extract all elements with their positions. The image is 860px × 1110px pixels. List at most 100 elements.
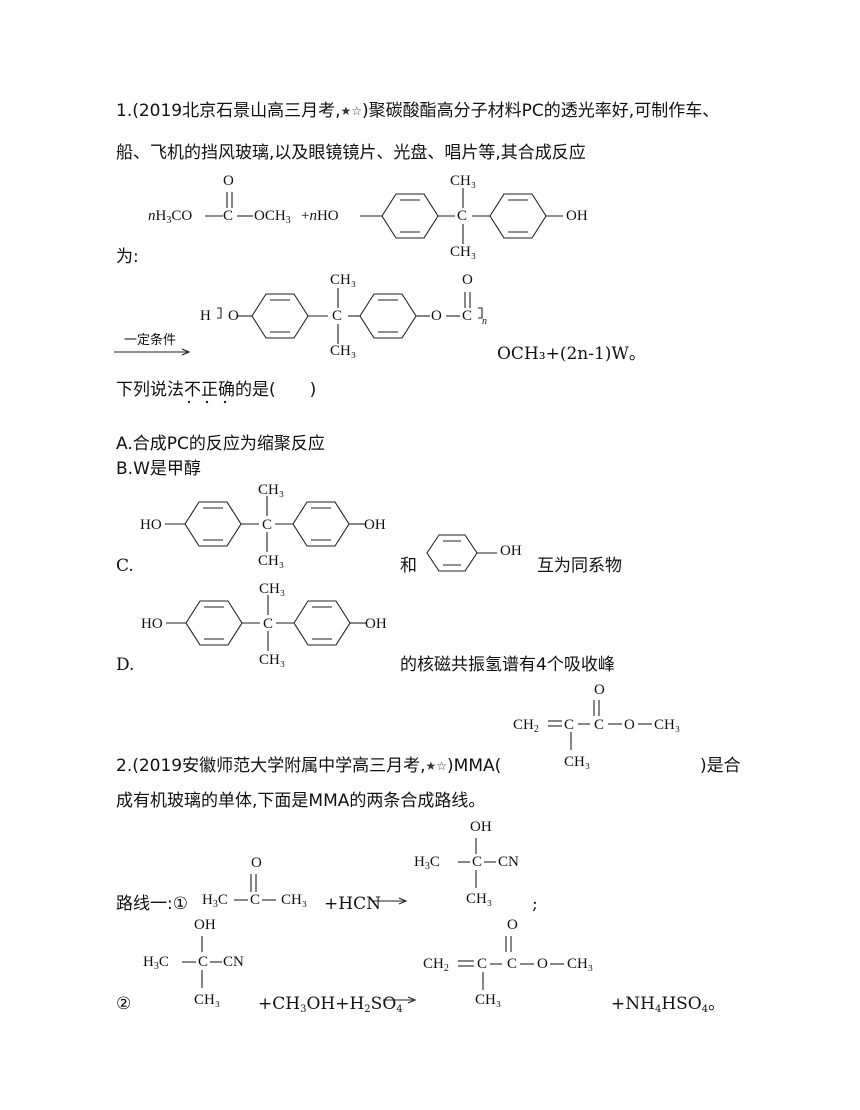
q1-question: 下列说法不正确的是( ): [116, 382, 316, 399]
difficulty-stars: ★☆: [340, 104, 363, 118]
emphasis-dots: [187, 400, 227, 404]
chem-label-CH3: CH₃: [259, 652, 286, 668]
bisphenol-a-option-c: [165, 496, 365, 552]
chem-label-CH3: CH₃: [258, 553, 285, 569]
chem-label-OH: OH: [194, 917, 216, 933]
reaction-arrow: [114, 348, 191, 356]
chem-label-CH3: CH₃: [654, 717, 681, 733]
cyanohydrin-structure: [458, 838, 496, 888]
q1-emphasis-not-correct: 不正确: [184, 380, 235, 400]
chem-label-C: C: [564, 717, 575, 733]
q1-product-tail: OCH₃+(2n-1)W。: [497, 344, 646, 364]
chem-label-OH: OH: [470, 819, 492, 835]
option-d-tail: 的核磁共振氢谱有4个吸收峰: [400, 655, 615, 675]
chem-label-C: C: [472, 854, 483, 870]
q2-line2: 成有机玻璃的单体,下面是MMA的两条合成路线。: [116, 791, 486, 811]
q1-line1-b: )聚碳酸酯高分子材料PC的透光率好,可制作车、: [362, 101, 720, 121]
chem-label-C: C: [250, 892, 261, 908]
chem-label-CH3: CH₃: [475, 992, 502, 1008]
cyanohydrin-h3c: H3C: [414, 854, 440, 872]
reaction-arrow: [372, 897, 408, 905]
mma-structure: [548, 700, 652, 750]
reaction-arrow: [383, 996, 417, 1004]
option-a: A.合成PC的反应为缩聚反应: [116, 434, 325, 454]
bisphenol-a-option-d: [166, 595, 366, 651]
chem-label-OH: OH: [566, 208, 588, 224]
chem-label-O: O: [251, 855, 262, 871]
q1-line1-a: 1.(2019北京石景山高三月考,: [116, 101, 341, 121]
chem-label-C: C: [507, 956, 518, 972]
chem-label-CH3: CH₃: [330, 343, 357, 359]
chem-label-CH3: CH₃: [259, 581, 286, 597]
chem-label-C: C: [594, 717, 605, 733]
chem-label-C: C: [457, 208, 468, 224]
chem-label-CH3: CH₃: [258, 482, 285, 498]
reaction-condition: 一定条件: [124, 333, 177, 348]
chem-label-CH3: CH₃: [567, 956, 594, 972]
option-c-and: 和: [400, 556, 417, 576]
chem-label-O: O: [431, 308, 442, 324]
chem-label-C: C: [262, 517, 273, 533]
chem-label-OH: OH: [364, 517, 386, 533]
chem-label-C: C: [198, 954, 209, 970]
mma-ch2: CH2: [513, 717, 539, 735]
cyanohydrin-h3c-2: H3C: [143, 954, 169, 972]
chem-label-HO: HO: [141, 616, 163, 632]
option-c-tail: 互为同系物: [537, 556, 622, 576]
chem-label-CH3: CH₃: [194, 992, 221, 1008]
chem-label-C: C: [263, 616, 274, 632]
chem-label-O: O: [594, 682, 605, 698]
q1-line1: 1.(2019北京石景山高三月考,★☆)聚碳酸酯高分子材料PC的透光率好,可制作…: [116, 103, 719, 120]
bond-line: [205, 215, 223, 217]
chem-label-H: H: [200, 308, 211, 324]
step2-label: ②: [116, 994, 132, 1014]
chem-label-O: O: [462, 272, 473, 288]
polymer-structure: [217, 288, 483, 344]
chem-label-CN: CN: [223, 954, 244, 970]
bond-line: [237, 215, 253, 217]
dimethyl-carbonate-left: nH3CO: [148, 208, 193, 226]
option-d-label: D.: [116, 655, 135, 675]
semicolon: ;: [532, 894, 538, 914]
chem-label-CH3: CH₃: [564, 754, 591, 770]
byproduct: +NH4HSO4。: [611, 994, 726, 1015]
q1-wei: 为:: [116, 247, 139, 267]
chem-label-HO: HO: [140, 517, 162, 533]
q2-line1: 2.(2019安徽师范大学附属中学高三月考,★☆)MMA(: [116, 758, 501, 775]
chem-label-O: O: [537, 956, 548, 972]
acetone-structure: [234, 874, 276, 901]
hcn-reagent: +HCN: [324, 894, 381, 914]
chem-label-OH: OH: [500, 543, 522, 559]
chem-label-C: C: [462, 308, 473, 324]
chem-label-CH3: CH₃: [450, 244, 477, 260]
chem-label-O: O: [624, 717, 635, 733]
option-b: B.W是甲醇: [116, 459, 201, 479]
chem-label-CH3: CH₃: [466, 891, 493, 907]
route1-label: 路线一:①: [116, 894, 188, 914]
phenol-structure: [426, 534, 497, 572]
q2-line1-a: 2.(2019安徽师范大学附属中学高三月考,: [116, 756, 426, 776]
mma-product-structure: [458, 936, 564, 990]
step2-reagents: +CH3OH+H2SO4: [258, 994, 403, 1015]
bisphenol-a-structure: [360, 188, 563, 244]
q1-question-b: 的是( ): [235, 380, 317, 400]
carbonyl-double-bond: [226, 192, 233, 208]
repeat-n: n: [482, 316, 487, 327]
chem-label-O: O: [223, 173, 234, 189]
option-c-label: C.: [116, 556, 134, 576]
chem-label-C: C: [332, 308, 343, 324]
cyanohydrin-structure-2: [182, 936, 222, 988]
difficulty-stars: ★☆: [425, 759, 448, 773]
chem-label-C: C: [223, 208, 234, 224]
plus-nHO: +nHO: [301, 208, 339, 224]
mma-product-ch2: CH2: [423, 956, 449, 974]
dimethyl-carbonate-right: OCH3: [254, 208, 291, 226]
acetone-h3c: H3C: [202, 892, 228, 910]
chem-label-CH3: CH₃: [281, 892, 308, 908]
q1-line2: 船、飞机的挡风玻璃,以及眼镜镜片、光盘、唱片等,其合成反应: [116, 143, 586, 163]
chem-label-OH: OH: [365, 616, 387, 632]
q2-line1-b: )MMA(: [447, 756, 502, 776]
chem-label-CH3: CH₃: [450, 173, 477, 189]
chem-label-CH3: CH₃: [330, 272, 357, 288]
chem-label-O: O: [507, 917, 518, 933]
